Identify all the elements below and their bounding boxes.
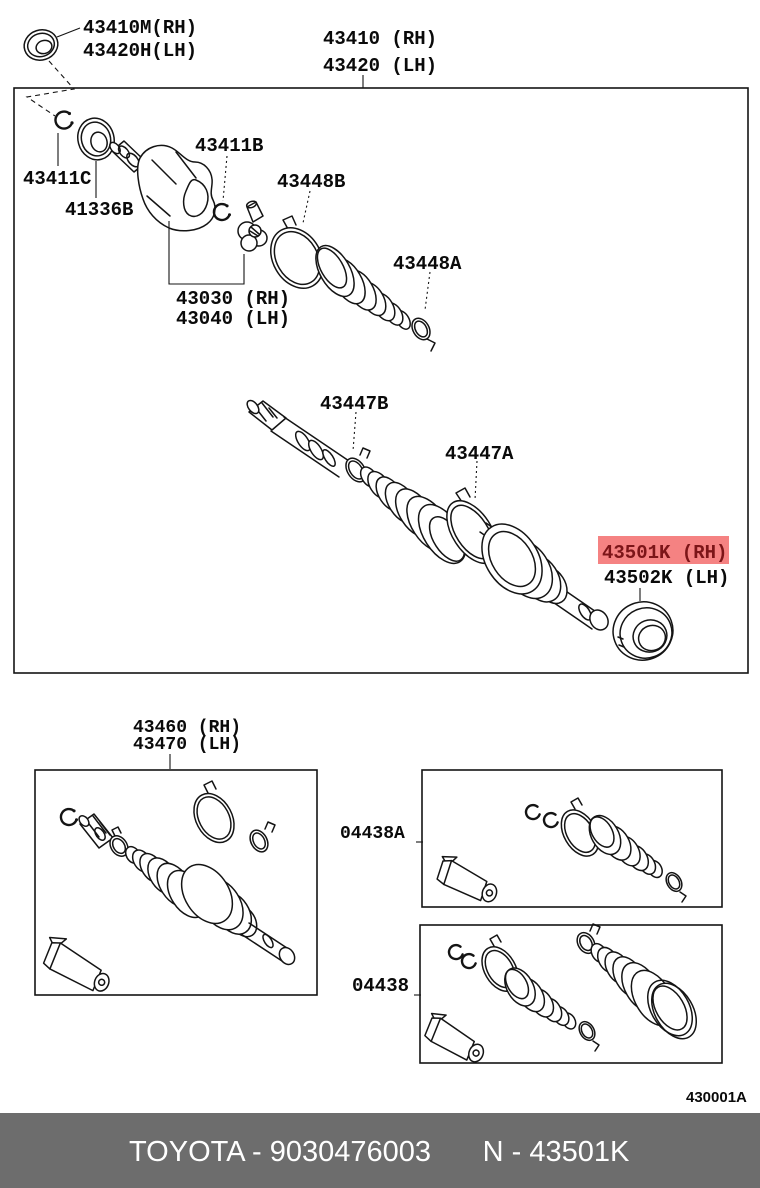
- callout-inboard-joint-lh[interactable]: 43040 (LH): [176, 308, 290, 330]
- drive-shaft-drawing: [246, 399, 353, 478]
- callout-boot-kit-04438a[interactable]: 04438A: [340, 824, 405, 844]
- leader-43448a: [424, 271, 431, 311]
- inboard-boot-drawing: [315, 244, 411, 330]
- boot-clamp-43448b-drawing: [270, 215, 324, 289]
- leader-oil-seal: [56, 27, 81, 38]
- snap-ring-43411b-drawing: [212, 202, 231, 222]
- callout-bearing-41336b[interactable]: 41336B: [65, 199, 133, 221]
- outboard-joint-drawing: [479, 522, 609, 631]
- callout-oil-seal-lh[interactable]: 43420H(LH): [83, 40, 197, 62]
- boot-clamp-43448a-drawing: [411, 317, 436, 352]
- callout-drive-shaft-assy-lh[interactable]: 43420 (LH): [323, 55, 437, 77]
- diagram-code: 430001A: [686, 1089, 747, 1106]
- callout-clamp-43448b[interactable]: 43448B: [277, 171, 345, 193]
- callout-drive-shaft-assy-rh[interactable]: 43410 (RH): [323, 28, 437, 50]
- callout-oil-seal-rh[interactable]: 43410M(RH): [83, 17, 197, 39]
- outboard-joint-kit-drawing: [42, 780, 296, 992]
- callout-snap-ring-43411b[interactable]: 43411B: [195, 135, 263, 157]
- deflector-ring-drawing: [612, 601, 674, 661]
- outboard-joint-box: [34, 769, 318, 996]
- callout-clamp-43447a[interactable]: 43447A: [445, 443, 514, 465]
- grease-tube-drawing: [42, 936, 110, 992]
- callout-clamp-43447b[interactable]: 43447B: [320, 393, 388, 415]
- callout-outboard-joint-rh[interactable]: 43460 (RH): [133, 718, 241, 738]
- boot-kit-a-box: [421, 769, 723, 908]
- highlight-43501k[interactable]: [598, 536, 729, 564]
- main-assembly-box: [13, 87, 749, 674]
- footer-catalog-code: TOYOTA - 9030476003: [129, 1136, 431, 1168]
- callout-deflector-43502k[interactable]: 43502K (LH): [604, 567, 729, 589]
- bearing-41336b-drawing: [77, 117, 115, 161]
- callout-boot-kit-04438[interactable]: 04438: [352, 975, 409, 997]
- outboard-boot-drawing: [359, 466, 467, 565]
- leader-43411b: [222, 155, 228, 202]
- callout-outboard-joint-lh[interactable]: 43470 (LH): [133, 735, 241, 755]
- boot-kit-a-drawing: [436, 797, 687, 903]
- oil-seal-top-drawing: [23, 29, 59, 61]
- footer-part-number: N - 43501K: [483, 1136, 630, 1168]
- tripod-spider-drawing: [237, 200, 268, 252]
- callout-snap-ring-43411c[interactable]: 43411C: [23, 168, 91, 190]
- leader-43448b: [302, 190, 311, 224]
- callout-inboard-joint-rh[interactable]: 43030 (RH): [176, 288, 290, 310]
- oil-seal-position-dashes: [25, 60, 76, 117]
- inboard-joint-housing-drawing: [109, 140, 216, 232]
- snap-ring-43411c-drawing: [54, 110, 74, 130]
- boot-kit-box: [419, 924, 723, 1064]
- callout-deflector-43501k[interactable]: 43501K (RH): [602, 542, 727, 564]
- footer-bar: [0, 1113, 760, 1188]
- leader-inboard-joint: [168, 221, 245, 285]
- leader-43447b: [352, 411, 357, 452]
- boot-kit-drawing: [424, 923, 698, 1063]
- leader-43447a: [474, 460, 478, 501]
- callout-clamp-43448a[interactable]: 43448A: [393, 253, 462, 275]
